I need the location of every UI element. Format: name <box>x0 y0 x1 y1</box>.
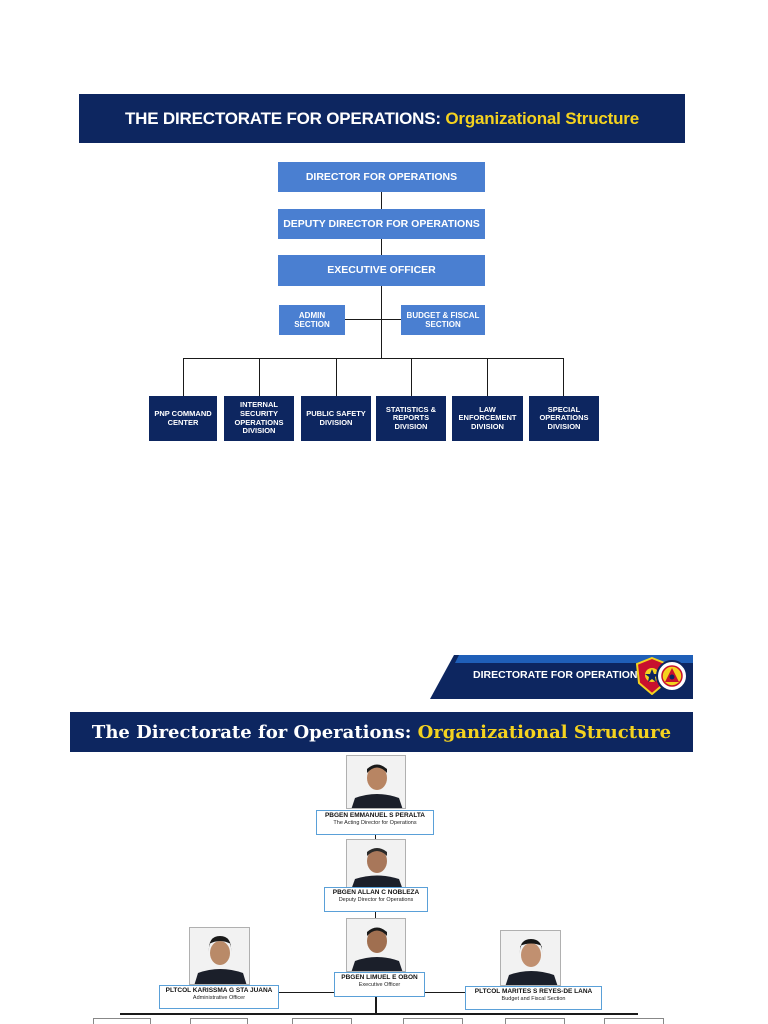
connector-line <box>183 358 564 359</box>
deputy-photo <box>346 839 406 889</box>
director-nameplate: PBGEN EMMANUEL S PERALTA The Acting Dire… <box>316 810 434 835</box>
division-box: PUBLIC SAFETY DIVISION <box>301 396 371 441</box>
division-label: PUBLIC SAFETY DIVISION <box>306 408 366 427</box>
admin-officer-photo <box>189 927 250 985</box>
division-label: INTERNAL SECURITY OPERATIONS DIVISION <box>234 400 284 436</box>
director-label: DIRECTOR FOR OPERATIONS <box>305 170 458 183</box>
person-name: PLTCOL KARISSMA G STA JUANA <box>165 987 273 994</box>
connector-line <box>411 358 412 396</box>
exec-nameplate: PBGEN LIMUEL E OBON Executive Officer <box>334 972 425 997</box>
connector-line <box>375 912 376 918</box>
connector-line <box>120 1013 638 1015</box>
person-portrait-icon <box>347 919 405 971</box>
person-role: The Acting Director for Operations <box>333 820 417 827</box>
budget-officer-photo <box>500 930 561 986</box>
budget-officer-nameplate: PLTCOL MARITES S REYES-DE LANA Budget an… <box>465 986 602 1010</box>
division-box: SPECIAL OPERATIONS DIVISION <box>529 396 599 441</box>
exec-label: EXECUTIVE OFFICER <box>327 264 436 277</box>
slide2-title-highlight: Organizational Structure <box>417 721 672 743</box>
slide1-title-main: THE DIRECTORATE FOR OPERATIONS: <box>125 108 441 128</box>
person-portrait-icon <box>190 928 249 984</box>
budget-label: BUDGET & FISCAL SECTION <box>406 310 480 329</box>
cropped-box <box>403 1018 463 1024</box>
admin-section-box: ADMIN SECTION <box>279 305 345 335</box>
slide2-title-banner: The Directorate for Operations: Organiza… <box>70 712 693 752</box>
deputy-nameplate: PBGEN ALLAN C NOBLEZA Deputy Director fo… <box>324 887 428 912</box>
admin-officer-nameplate: PLTCOL KARISSMA G STA JUANA Administrati… <box>159 985 279 1009</box>
person-name: PBGEN LIMUEL E OBON <box>341 974 418 981</box>
budget-section-box: BUDGET & FISCAL SECTION <box>401 305 485 335</box>
division-label: SPECIAL OPERATIONS DIVISION <box>539 404 589 431</box>
slide2-title-main: The Directorate for Operations: <box>91 721 412 743</box>
directorate-seal-icon <box>656 660 688 692</box>
connector-line <box>375 835 376 839</box>
connector-line <box>336 358 337 396</box>
slide1-title-banner: THE DIRECTORATE FOR OPERATIONS: Organiza… <box>79 94 685 143</box>
deputy-label: DEPUTY DIRECTOR FOR OPERATIONS <box>283 217 480 230</box>
slide1-title-highlight: Organizational Structure <box>445 108 639 128</box>
person-role: Administrative Officer <box>192 995 246 1002</box>
division-label: PNP COMMAND CENTER <box>154 408 212 427</box>
director-box: DIRECTOR FOR OPERATIONS <box>278 162 485 192</box>
admin-label: ADMIN SECTION <box>294 310 330 329</box>
tag-strip-accent <box>455 655 693 663</box>
connector-line <box>375 997 377 1013</box>
cropped-box <box>505 1018 565 1024</box>
connector-line <box>487 358 488 396</box>
person-portrait-icon <box>347 756 405 808</box>
person-role: Budget and Fiscal Section <box>501 996 566 1003</box>
person-name: PBGEN EMMANUEL S PERALTA <box>324 812 426 819</box>
person-portrait-icon <box>501 931 560 985</box>
person-role: Executive Officer <box>358 982 401 989</box>
exec-photo <box>346 918 406 972</box>
connector-line <box>318 319 401 320</box>
deputy-box: DEPUTY DIRECTOR FOR OPERATIONS <box>278 209 485 239</box>
person-name: PLTCOL MARITES S REYES-DE LANA <box>474 988 593 995</box>
division-box: PNP COMMAND CENTER <box>149 396 217 441</box>
connector-line <box>563 358 564 396</box>
division-label: LAW ENFORCEMENT DIVISION <box>458 404 517 431</box>
cropped-box <box>604 1018 664 1024</box>
person-name: PBGEN ALLAN C NOBLEZA <box>332 889 420 896</box>
director-photo <box>346 755 406 809</box>
division-box: STATISTICS & REPORTS DIVISION <box>376 396 446 441</box>
cropped-box <box>93 1018 151 1024</box>
division-box: LAW ENFORCEMENT DIVISION <box>452 396 523 441</box>
directorate-tag-text: DIRECTORATE FOR OPERATIONS <box>473 669 645 681</box>
person-role: Deputy Director for Operations <box>338 897 414 904</box>
person-portrait-icon <box>347 840 405 888</box>
connector-line <box>259 358 260 396</box>
cropped-box <box>292 1018 352 1024</box>
connector-line <box>183 358 184 396</box>
exec-box: EXECUTIVE OFFICER <box>278 255 485 286</box>
cropped-box <box>190 1018 248 1024</box>
division-label: STATISTICS & REPORTS DIVISION <box>385 404 437 431</box>
division-box: INTERNAL SECURITY OPERATIONS DIVISION <box>224 396 294 441</box>
